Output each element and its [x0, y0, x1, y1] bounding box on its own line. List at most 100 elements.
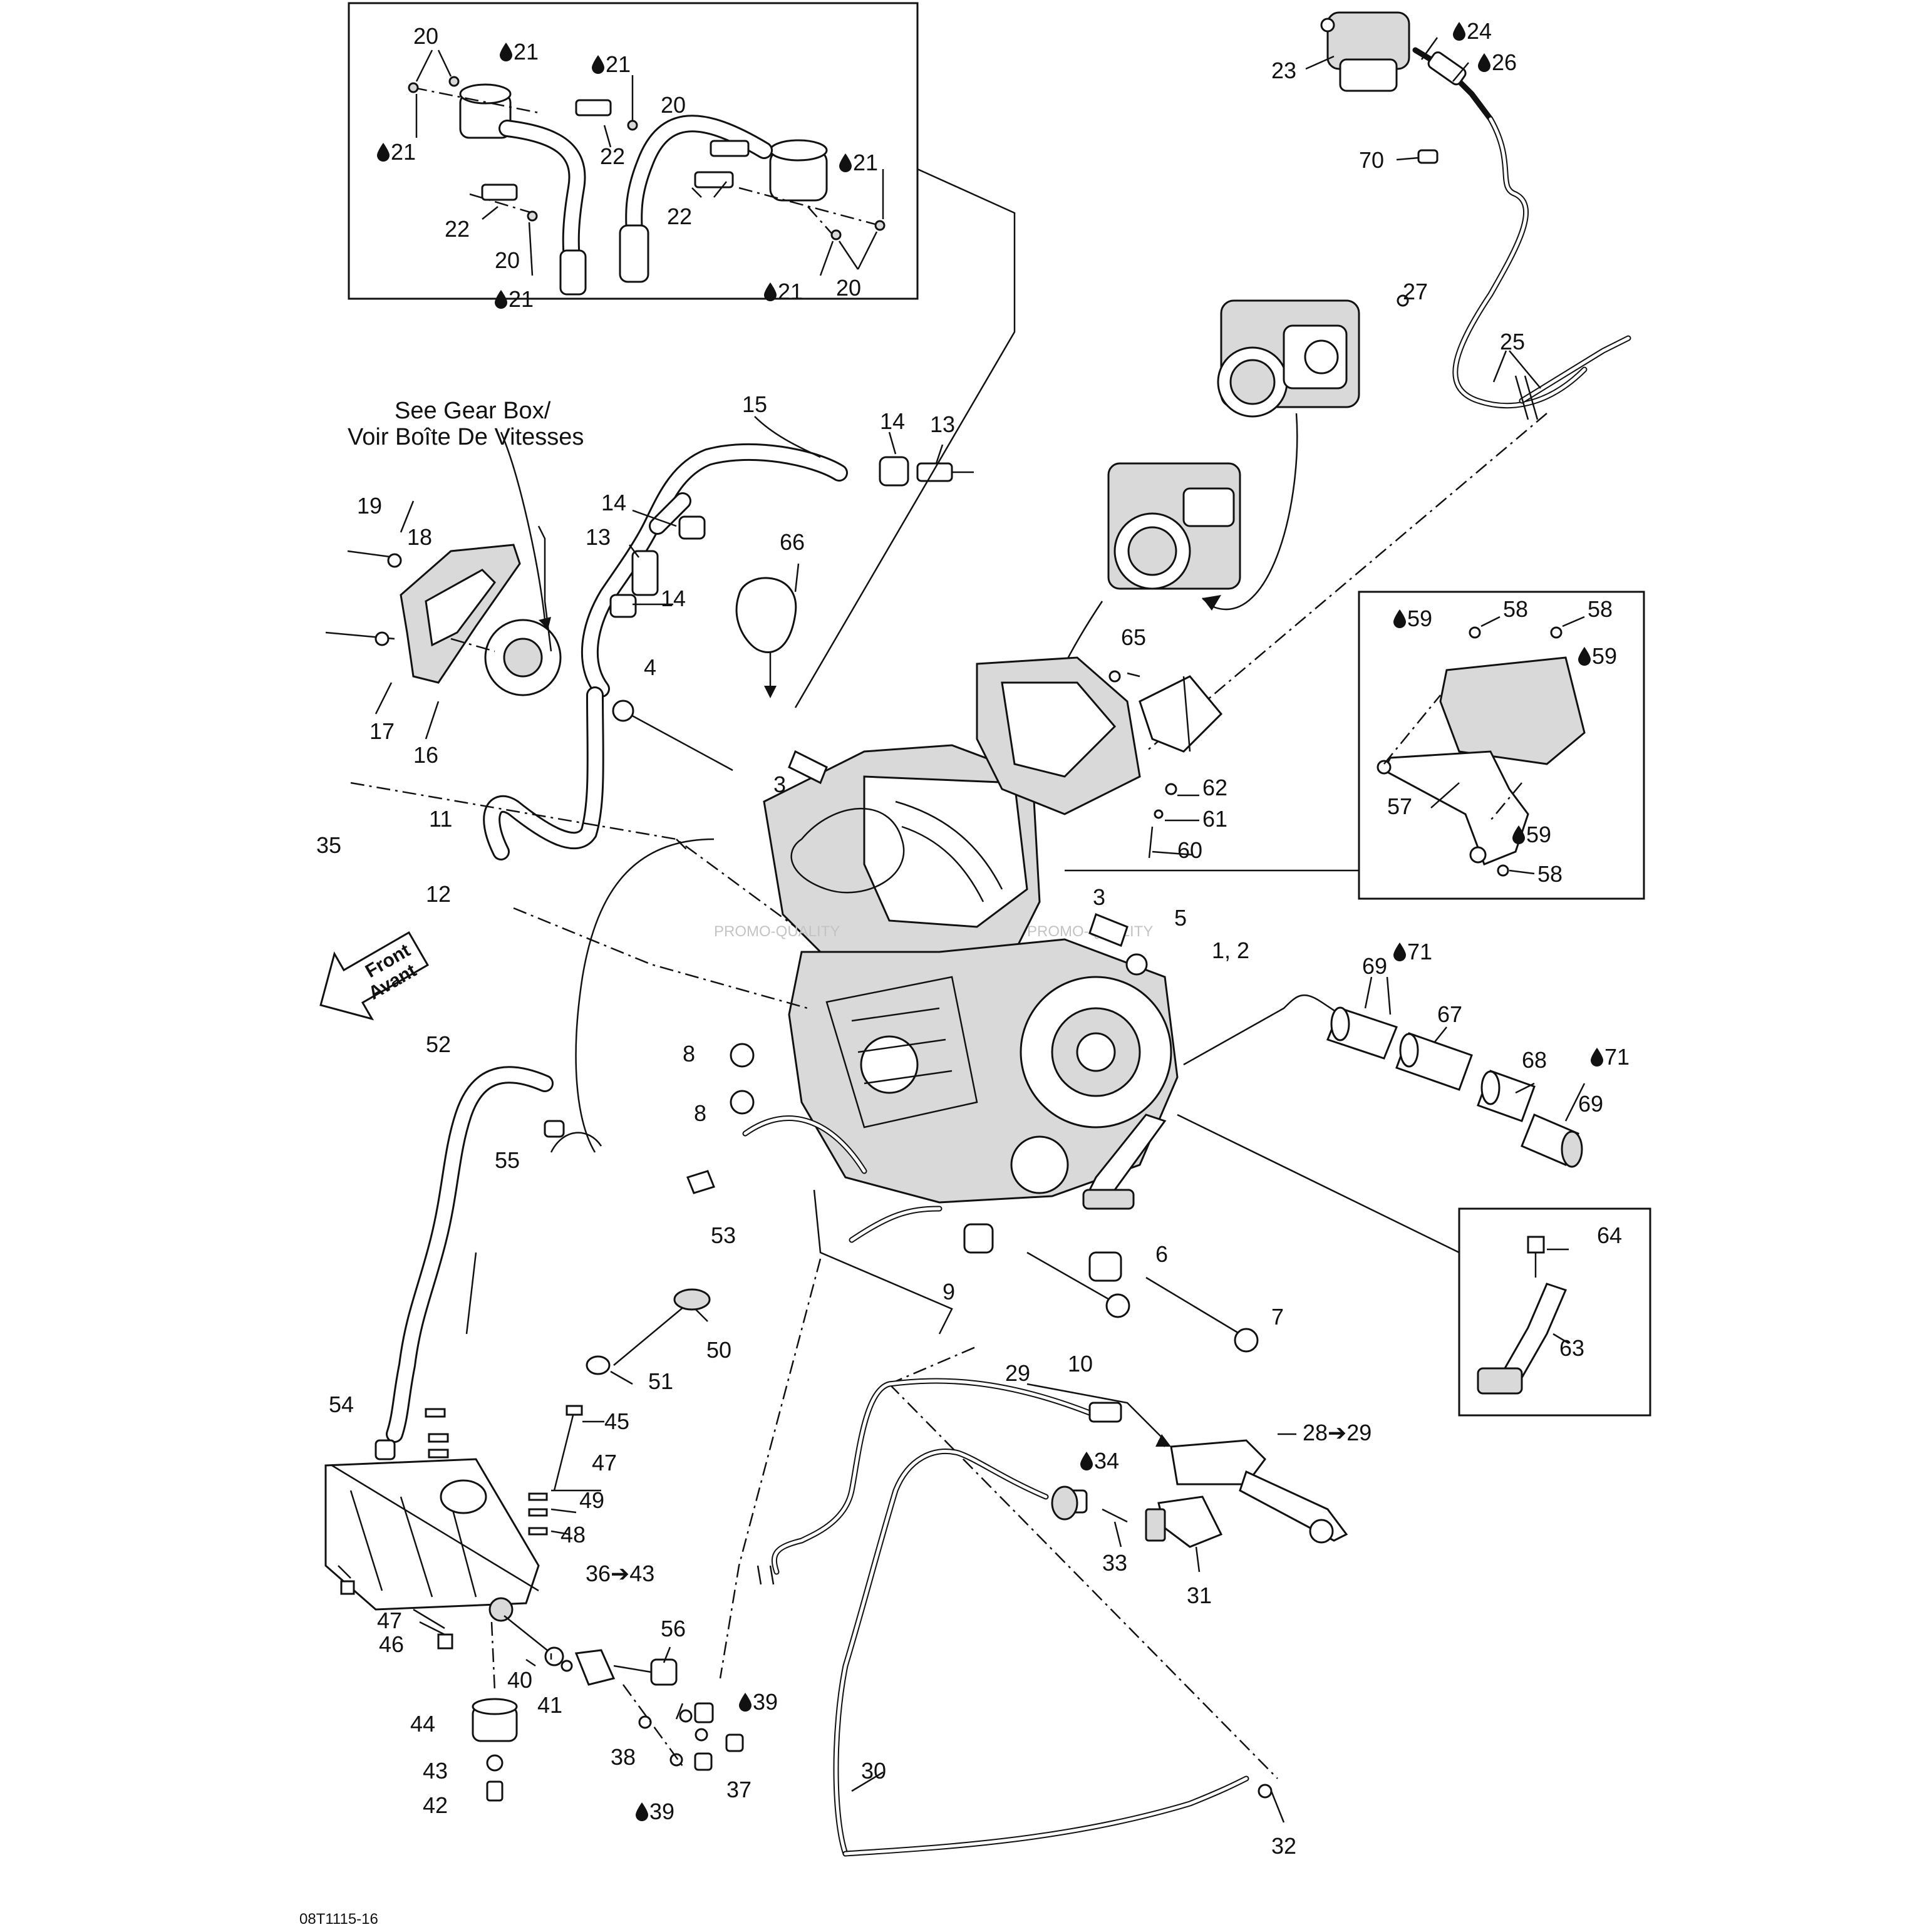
callout-l10: 10 [1068, 1351, 1093, 1377]
gear-box-note-en: See Gear Box/ [395, 398, 551, 424]
callout-l36: 36➔43 [586, 1561, 654, 1586]
callout-l14b: 14 [601, 490, 626, 515]
callout-l52: 52 [426, 1031, 451, 1057]
callout-l44: 44 [410, 1711, 435, 1737]
callout-l58c: 58 [1537, 861, 1563, 887]
callout-l55: 55 [495, 1147, 520, 1173]
callout-l59c: 59 [1526, 822, 1551, 847]
callout-l28: 28➔29 [1303, 1420, 1372, 1445]
callout-l39b: 39 [649, 1799, 674, 1824]
oil-drop-icon [1393, 609, 1406, 628]
callout-l21b: 21 [606, 51, 631, 77]
callout-l14c: 14 [661, 586, 686, 611]
callout-l47b: 47 [377, 1608, 402, 1633]
callout-l49: 49 [579, 1487, 604, 1513]
callout-l54: 54 [329, 1392, 354, 1417]
oil-drop-icon [636, 1802, 648, 1821]
callout-l4: 4 [644, 654, 656, 680]
callout-l56: 56 [661, 1616, 686, 1641]
callout-l57: 57 [1387, 793, 1412, 819]
callout-l62: 62 [1202, 775, 1227, 800]
shift-lever-inset [1458, 1207, 1651, 1417]
callout-l21f: 21 [778, 279, 803, 304]
leader-lines-main [350, 168, 1460, 1779]
callout-l71b: 71 [1604, 1044, 1630, 1070]
oil-drop-icon [1578, 647, 1591, 666]
oil-drop-icon [1591, 1048, 1603, 1067]
callout-l23: 23 [1271, 58, 1296, 83]
oil-drop-icon [377, 143, 390, 162]
callout-l58b: 58 [1588, 596, 1613, 622]
callout-l22c: 22 [667, 204, 692, 229]
callout-l69b: 69 [1578, 1091, 1603, 1117]
callout-l30: 30 [861, 1758, 886, 1784]
callout-l3a: 3 [773, 772, 786, 797]
callout-l11: 11 [429, 806, 452, 832]
callout-l21d: 21 [853, 150, 878, 175]
callout-l41: 41 [537, 1692, 562, 1718]
callout-l40: 40 [507, 1667, 532, 1693]
clutch-lever-group [757, 1378, 1348, 1857]
mounting-bolts [612, 670, 1259, 1353]
callout-l66: 66 [780, 529, 805, 555]
callout-l9: 9 [943, 1279, 955, 1304]
sleeve-parts [1326, 976, 1586, 1168]
callout-l70: 70 [1359, 147, 1384, 173]
callout-l26: 26 [1492, 49, 1517, 75]
callout-l33: 33 [1102, 1550, 1127, 1576]
callout-l60: 60 [1177, 837, 1202, 863]
callout-l14a: 14 [880, 408, 905, 434]
watermark-text: PROMO-QUALITY [714, 923, 840, 940]
callout-l15: 15 [742, 391, 767, 417]
callout-l20b: 20 [661, 92, 686, 118]
callout-l46: 46 [379, 1631, 404, 1657]
callout-l48: 48 [560, 1522, 586, 1547]
callout-l8a: 8 [683, 1041, 695, 1067]
callout-l27: 27 [1403, 279, 1428, 304]
callout-l50: 50 [706, 1337, 731, 1363]
callout-l25: 25 [1500, 329, 1525, 354]
callout-l71a: 71 [1407, 939, 1432, 964]
oil-drop-icon [1478, 53, 1490, 72]
callout-l18: 18 [407, 524, 432, 550]
callout-l32: 32 [1271, 1833, 1296, 1859]
callout-l67: 67 [1437, 1001, 1462, 1027]
callout-l13b: 13 [586, 524, 611, 550]
callout-l20d: 20 [836, 275, 861, 301]
oil-drop-icon [764, 282, 777, 301]
callout-l22a: 22 [600, 143, 625, 169]
callout-l43: 43 [423, 1758, 448, 1784]
callout-l38: 38 [611, 1744, 636, 1770]
gear-cover-group [325, 431, 562, 740]
callout-l5: 5 [1174, 905, 1187, 931]
oil-tank-group [324, 1066, 744, 1802]
callout-l20c: 20 [495, 247, 520, 273]
callout-l53: 53 [711, 1222, 736, 1248]
callout-l47a: 47 [592, 1450, 617, 1475]
callout-l21c: 21 [391, 139, 416, 165]
callout-l34: 34 [1094, 1448, 1119, 1474]
callout-l6: 6 [1155, 1241, 1168, 1267]
callout-l19: 19 [357, 493, 382, 519]
gasket-66 [735, 577, 797, 698]
bracket-inset [1358, 591, 1645, 900]
oil-drop-icon [1453, 22, 1465, 41]
callout-l69a: 69 [1362, 953, 1387, 979]
callout-l39a: 39 [753, 1689, 778, 1715]
callout-l58a: 58 [1503, 596, 1528, 622]
oil-drop-icon [592, 55, 604, 74]
callout-l59a: 59 [1407, 606, 1432, 631]
callout-l29: 29 [1005, 1360, 1030, 1386]
coolant-hoses [483, 416, 974, 860]
callout-l45: 45 [604, 1408, 629, 1434]
callout-l12b: 1, 2 [1212, 938, 1249, 963]
callout-l21e: 21 [509, 286, 534, 312]
callout-l68: 68 [1522, 1047, 1547, 1073]
intake-plenum [1038, 462, 1241, 727]
callout-l7: 7 [1271, 1304, 1284, 1330]
oil-drop-icon [495, 290, 507, 309]
oil-drop-icon [739, 1693, 752, 1712]
callout-l22b: 22 [445, 216, 470, 242]
